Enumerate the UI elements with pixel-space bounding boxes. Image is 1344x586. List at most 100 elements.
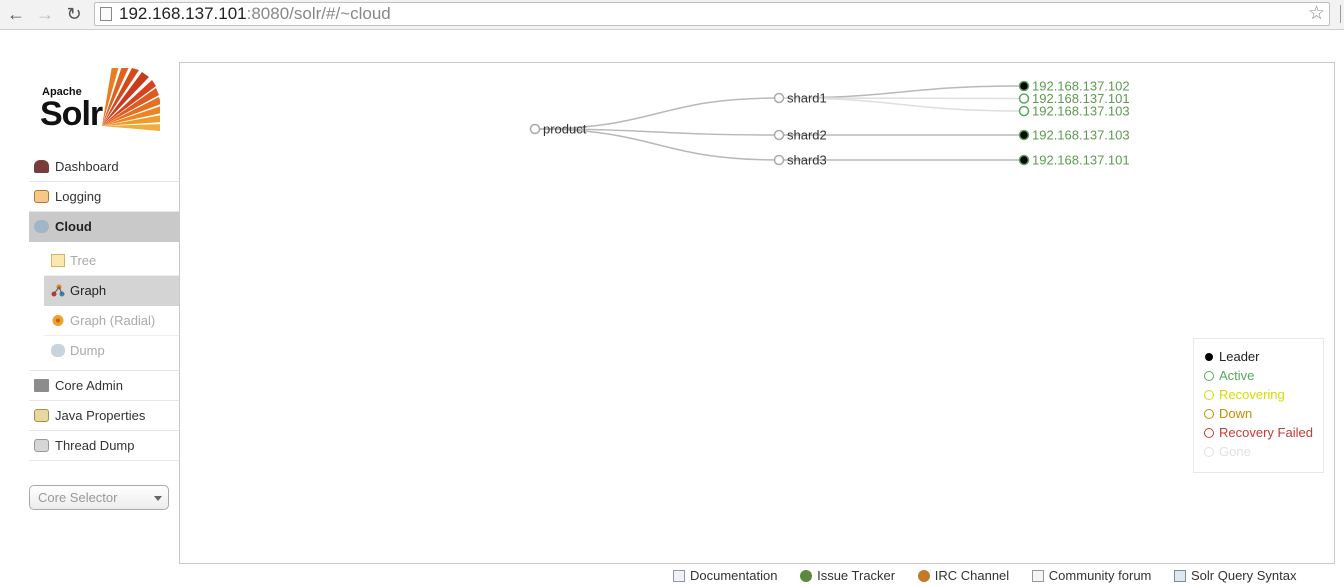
sidebar-item-graph[interactable]: Graph <box>44 276 179 306</box>
cloud-icon <box>34 220 49 233</box>
arrow-right-icon[interactable]: → <box>36 4 54 24</box>
footer-link-label: IRC Channel <box>934 568 1010 583</box>
graph-node-shard[interactable] <box>773 154 785 166</box>
url-host: 192.168.137.101 <box>119 4 247 23</box>
url-text[interactable]: 192.168.137.101:8080/solr/#/~cloud <box>119 4 391 24</box>
graph-node-replica[interactable] <box>1018 154 1030 166</box>
graph-label-collection[interactable]: product <box>543 122 587 137</box>
address-bar[interactable]: 192.168.137.101:8080/solr/#/~cloud ☆ <box>94 2 1330 26</box>
graph-label-replica[interactable]: 192.168.137.101 <box>1032 153 1130 168</box>
graph-label-replica[interactable]: 192.168.137.103 <box>1032 128 1130 143</box>
footer-link-label: Issue Tracker <box>817 568 896 583</box>
legend-dot-icon <box>1204 390 1214 400</box>
arrow-left-icon[interactable]: ← <box>7 4 25 24</box>
sidebar-item-thread-dump[interactable]: Thread Dump <box>29 431 179 461</box>
sidebar-item-label: Dump <box>70 343 105 358</box>
footer-links: Documentation Issue Tracker IRC Channel … <box>670 566 1344 583</box>
graph-link <box>534 128 780 136</box>
core-admin-icon <box>34 379 49 392</box>
query-syntax-icon <box>1174 570 1186 582</box>
legend-item-gone: Gone <box>1194 442 1323 461</box>
legend-item-recovering: Recovering <box>1194 385 1323 404</box>
cloud-graph-panel: product shard1 shard2 shard3 192.168.137.102… <box>179 62 1335 564</box>
star-icon[interactable]: ☆ <box>1307 3 1325 24</box>
legend-label: Gone <box>1219 444 1251 459</box>
graph-node-replica[interactable] <box>1018 93 1030 104</box>
sidebar-item-label: Core Admin <box>55 378 123 393</box>
mail-icon <box>1031 570 1044 582</box>
graph-label-shard[interactable]: shard3 <box>787 153 827 168</box>
legend-label: Active <box>1219 368 1255 383</box>
legend-dot-icon <box>1204 409 1214 419</box>
dashboard-icon <box>34 160 49 173</box>
cloud-graph: product shard1 shard2 shard3 192.168.137.102… <box>529 79 1130 168</box>
graph-link <box>778 97 1025 112</box>
menu-edge[interactable] <box>1340 5 1344 23</box>
legend-dot-icon <box>1204 447 1214 457</box>
footer-issue-tracker-link[interactable]: Issue Tracker <box>797 566 895 586</box>
legend-item-leader: Leader <box>1194 347 1323 366</box>
sidebar-item-label: Dashboard <box>55 159 119 174</box>
sidebar-item-tree[interactable]: Tree <box>44 246 179 276</box>
legend-item-recovery-failed: Recovery Failed <box>1194 423 1323 442</box>
bug-icon <box>800 570 813 582</box>
footer-solr-query-syntax-link[interactable]: Solr Query Syntax <box>1171 566 1297 586</box>
graph-label-replica[interactable]: 192.168.137.101 <box>1032 91 1130 106</box>
graph-label-replica[interactable]: 192.168.137.102 <box>1032 79 1130 94</box>
sidebar-item-label: Thread Dump <box>55 438 135 453</box>
footer-community-forum-link[interactable]: Community forum <box>1029 566 1152 586</box>
chevron-down-icon <box>154 496 162 501</box>
legend-dot-icon <box>1204 428 1214 438</box>
graph-node-collection[interactable] <box>529 123 541 135</box>
sidebar-item-cloud[interactable]: Cloud <box>29 212 179 242</box>
sidebar-item-dump[interactable]: Dump <box>44 336 179 366</box>
reload-icon[interactable]: ↻ <box>66 4 82 24</box>
graph-radial-icon <box>52 315 64 326</box>
graph-node-shard[interactable] <box>773 129 785 141</box>
graph-label-shard[interactable]: shard2 <box>787 128 827 143</box>
sidebar-item-label: Tree <box>70 253 97 268</box>
legend-dot-icon <box>1205 353 1213 361</box>
sidebar-nav: Dashboard Logging Cloud Tree Graph Graph… <box>29 152 179 461</box>
logging-icon <box>34 190 49 203</box>
legend-item-down: Down <box>1194 404 1323 423</box>
sidebar-item-label: Cloud <box>55 219 92 234</box>
sidebar-item-core-admin[interactable]: Core Admin <box>29 371 179 401</box>
graph-node-replica[interactable] <box>1018 80 1030 92</box>
graph-node-replica[interactable] <box>1018 129 1030 141</box>
cloud-subnav: Tree Graph Graph (Radial) Dump <box>29 242 179 371</box>
logo-apache-text: Apache <box>42 86 82 98</box>
graph-label-shard[interactable]: shard1 <box>787 91 827 106</box>
sidebar-item-label: Graph <box>70 283 107 298</box>
footer-link-label: Community forum <box>1048 568 1152 583</box>
solr-logo[interactable]: Apache Solr <box>40 68 165 138</box>
sidebar-item-dashboard[interactable]: Dashboard <box>29 152 179 182</box>
footer-documentation-link[interactable]: Documentation <box>670 566 777 586</box>
sidebar-item-logging[interactable]: Logging <box>29 182 179 212</box>
core-selector[interactable]: Core Selector <box>29 485 169 510</box>
legend-label: Leader <box>1219 349 1260 364</box>
logo-solr-text: Solr <box>40 95 103 133</box>
sidebar-item-graph-radial[interactable]: Graph (Radial) <box>44 306 179 336</box>
graph-node-replica[interactable] <box>1018 105 1030 117</box>
page-icon <box>100 7 112 21</box>
java-properties-icon <box>34 409 49 422</box>
graph-label-replica[interactable]: 192.168.137.103 <box>1032 104 1130 119</box>
graph-link <box>534 97 780 130</box>
irc-icon <box>917 570 930 582</box>
legend-label: Down <box>1219 406 1253 421</box>
browser-toolbar: ← → ↻ 192.168.137.101:8080/solr/#/~cloud… <box>0 0 1344 30</box>
dump-icon <box>51 344 65 357</box>
core-selector-label: Core Selector <box>38 490 118 505</box>
legend-label: Recovery Failed <box>1219 425 1313 440</box>
graph-node-shard[interactable] <box>773 92 785 104</box>
graph-icon <box>51 284 65 297</box>
sidebar-item-java-properties[interactable]: Java Properties <box>29 401 179 431</box>
footer-irc-channel-link[interactable]: IRC Channel <box>915 566 1009 586</box>
footer-link-label: Solr Query Syntax <box>1191 568 1297 583</box>
footer-link-label: Documentation <box>690 568 778 583</box>
tree-icon <box>51 254 65 267</box>
sidebar-item-label: Graph (Radial) <box>70 313 156 328</box>
legend-dot-icon <box>1204 371 1214 381</box>
